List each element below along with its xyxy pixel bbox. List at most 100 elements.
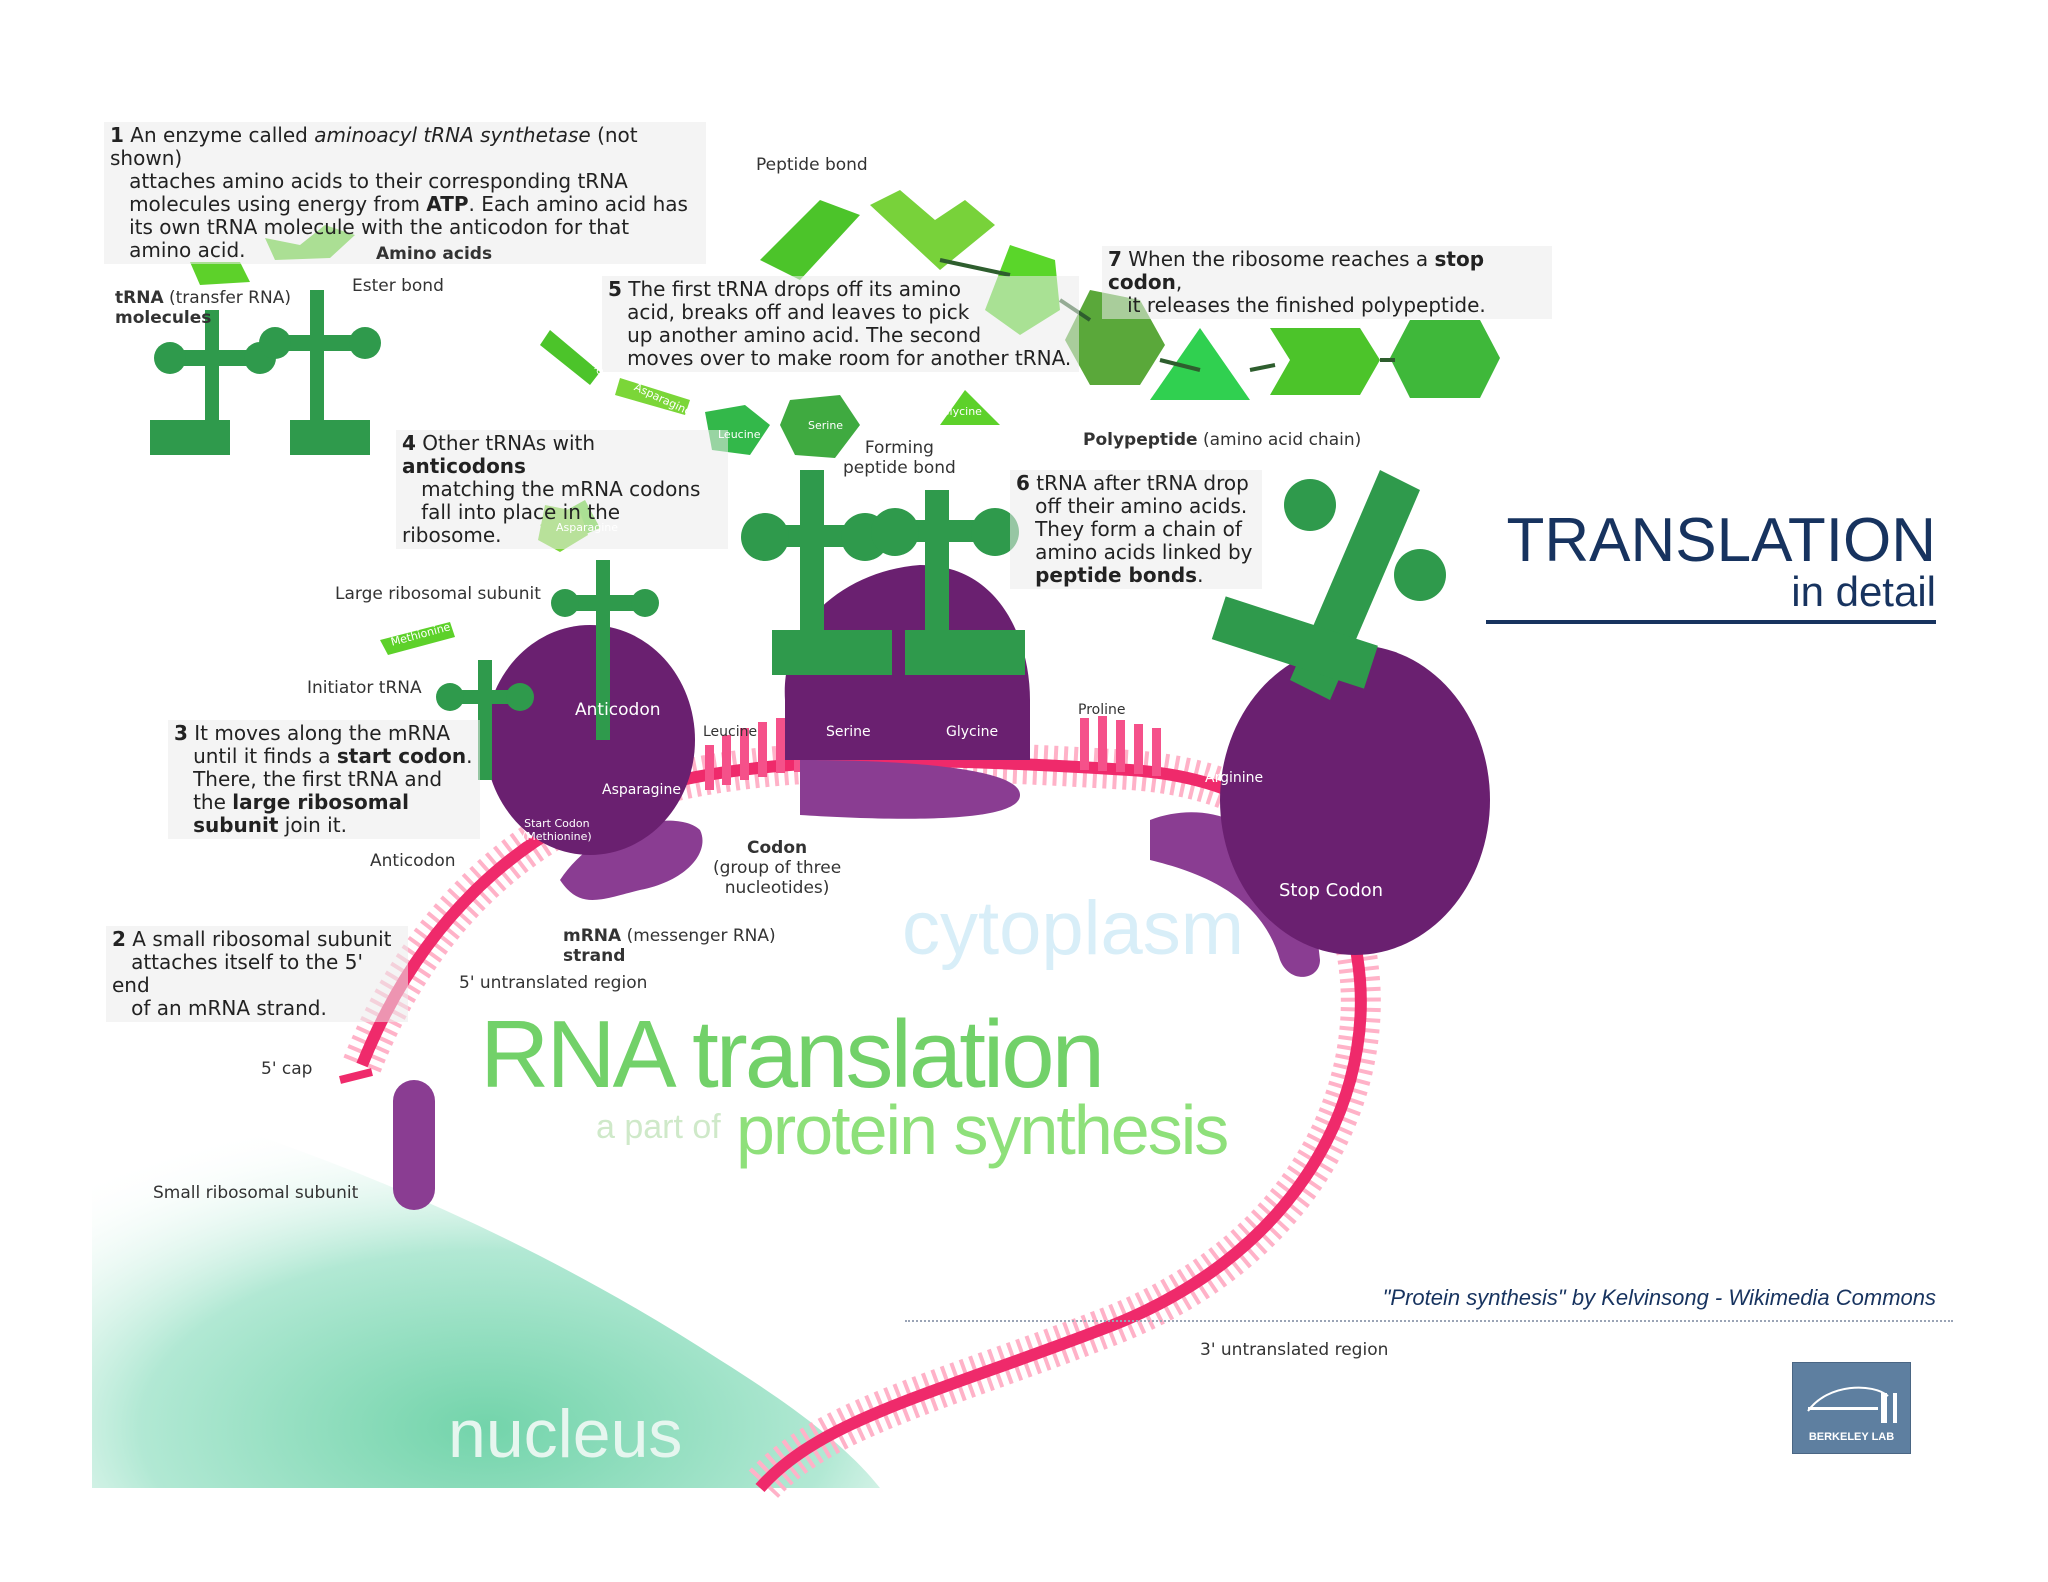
aa-glycine-ribosome: Glycine bbox=[946, 724, 998, 740]
step-2-line3: of an mRNA strand. bbox=[131, 996, 327, 1020]
start-codon-line1: Start Codon bbox=[524, 817, 589, 830]
step-3-subunit: subunit bbox=[193, 813, 278, 837]
headline-prefix: a part of bbox=[596, 1108, 721, 1147]
berkeley-lab-logo: BERKELEY LAB bbox=[1792, 1362, 1911, 1454]
codon-note-1: (group of three bbox=[713, 858, 841, 878]
aa-asparagine-ribosome: Asparagine bbox=[602, 782, 681, 798]
step-2-number: 2 bbox=[112, 927, 126, 951]
large-subunit-label: Large ribosomal subunit bbox=[335, 584, 541, 604]
cytoplasm-label: cytoplasm bbox=[902, 885, 1244, 972]
step-6-line4: amino acids linked by bbox=[1035, 540, 1252, 564]
utr5-label: 5' untranslated region bbox=[459, 973, 647, 993]
step-5-text: 5 The first tRNA drops off its amino aci… bbox=[602, 276, 1079, 372]
trna-bold: tRNA bbox=[115, 288, 164, 308]
step-7-line1a: When the ribosome reaches a bbox=[1128, 247, 1434, 271]
codon-bold: Codon bbox=[747, 838, 807, 858]
polypeptide-bold: Polypeptide bbox=[1083, 430, 1198, 450]
anticodon-in-label: Anticodon bbox=[575, 700, 661, 720]
utr3-label: 3' untranslated region bbox=[1200, 1340, 1388, 1360]
step-4-number: 4 bbox=[402, 431, 416, 455]
step-6-line2: off their amino acids. bbox=[1035, 494, 1247, 518]
ester-bond-label: Ester bond bbox=[352, 276, 444, 296]
trna-label: tRNA (transfer RNA) molecules bbox=[115, 288, 291, 328]
step-7-number: 7 bbox=[1108, 247, 1122, 271]
codon-label: Codon (group of three nucleotides) bbox=[713, 838, 841, 898]
step-6-text: 6 tRNA after tRNA drop off their amino a… bbox=[1010, 470, 1262, 589]
step-5-line1: The first tRNA drops off its amino bbox=[628, 277, 961, 301]
small-subunit-label: Small ribosomal subunit bbox=[153, 1183, 358, 1203]
stop-codon-label: Stop Codon bbox=[1279, 880, 1383, 901]
lab-building-icon bbox=[1793, 1371, 1910, 1431]
step-1-line2: attaches amino acids to their correspond… bbox=[129, 169, 628, 193]
step-1-number: 1 bbox=[110, 123, 124, 147]
mrna-bold: mRNA bbox=[563, 926, 621, 946]
trna-note: (transfer RNA) bbox=[164, 288, 291, 308]
nucleus-label: nucleus bbox=[448, 1395, 682, 1473]
aa-glycine-top: Glycine bbox=[941, 405, 982, 418]
page-subtitle: in detail bbox=[1791, 568, 1936, 616]
step-6-peptide-bonds: peptide bonds bbox=[1035, 563, 1197, 587]
mrna-note: (messenger RNA) bbox=[621, 926, 775, 946]
step-5-line2: acid, breaks off and leaves to pick bbox=[627, 300, 969, 324]
trna-molecules: molecules bbox=[115, 308, 211, 328]
step-3-number: 3 bbox=[174, 721, 188, 745]
step-1-text: 1 An enzyme called aminoacyl tRNA synthe… bbox=[104, 122, 706, 264]
initiator-trna-label: Initiator tRNA bbox=[307, 678, 422, 698]
image-credit: "Protein synthesis" by Kelvinsong - Wiki… bbox=[1383, 1285, 1936, 1311]
start-codon-label: Start Codon (Methionine) bbox=[522, 817, 592, 843]
amino-acids-label: Amino acids bbox=[376, 244, 492, 264]
step-1-line3a: molecules using energy from bbox=[129, 192, 426, 216]
polypeptide-label: Polypeptide (amino acid chain) bbox=[1083, 430, 1361, 450]
peptide-bond-label: Peptide bond bbox=[756, 155, 868, 175]
step-6-period: . bbox=[1197, 563, 1203, 587]
step-5-number: 5 bbox=[608, 277, 622, 301]
page-title: TRANSLATION bbox=[1507, 505, 1936, 576]
logo-text: BERKELEY LAB bbox=[1793, 1431, 1910, 1443]
mrna-label: mRNA (messenger RNA) strand bbox=[563, 926, 776, 966]
step-1-atp: ATP bbox=[426, 192, 468, 216]
step-6-number: 6 bbox=[1016, 471, 1030, 495]
aa-proline: Proline bbox=[1078, 700, 1125, 720]
dotted-divider bbox=[905, 1320, 1953, 1322]
forming-peptide-line2: peptide bond bbox=[843, 458, 956, 478]
step-7-text: 7 When the ribosome reaches a stop codon… bbox=[1102, 246, 1552, 319]
step-7-line1c: , bbox=[1176, 270, 1182, 294]
title-underline bbox=[1486, 620, 1936, 624]
step-3-line5b: join it. bbox=[278, 813, 347, 837]
aa-asparagine-mid: Asparagine bbox=[556, 521, 618, 534]
step-3-line1: It moves along the mRNA bbox=[194, 721, 450, 745]
step-2-line1: A small ribosomal subunit bbox=[132, 927, 391, 951]
polypeptide-note: (amino acid chain) bbox=[1198, 430, 1362, 450]
step-1-line3b: . Each amino acid has bbox=[469, 192, 688, 216]
step-3-large-ribosomal: large ribosomal bbox=[232, 790, 409, 814]
step-3-text: 3 It moves along the mRNA until it finds… bbox=[168, 720, 480, 839]
step-4-line1a: Other tRNAs with bbox=[422, 431, 595, 455]
step-2-line2: attaches itself to the 5' end bbox=[112, 950, 363, 997]
aa-serine-top: Serine bbox=[808, 419, 843, 432]
aa-arginine: Arginine bbox=[1205, 770, 1263, 786]
step-5-line3: up another amino acid. The second bbox=[627, 323, 981, 347]
cap5-label: 5' cap bbox=[261, 1059, 312, 1079]
start-codon-line2: (Methionine) bbox=[522, 830, 592, 843]
step-1-pre: An enzyme called bbox=[130, 123, 314, 147]
step-2-text: 2 A small ribosomal subunit attaches its… bbox=[106, 926, 408, 1022]
step-1-line5: amino acid. bbox=[129, 238, 245, 262]
step-1-enzyme: aminoacyl tRNA synthetase bbox=[314, 123, 591, 147]
step-4-anticodons: anticodons bbox=[402, 454, 526, 478]
codon-note-2: nucleotides) bbox=[725, 878, 830, 898]
forming-peptide-label: Forming peptide bond bbox=[843, 438, 956, 478]
aa-serine-ribosome: Serine bbox=[826, 724, 871, 740]
step-3-line2c: . bbox=[466, 744, 472, 768]
mrna-strand: strand bbox=[563, 946, 625, 966]
step-3-line3: There, the first tRNA and bbox=[193, 767, 442, 791]
step-3-line2a: until it finds a bbox=[193, 744, 337, 768]
step-3-line4a: the bbox=[193, 790, 232, 814]
step-6-line1: tRNA after tRNA drop bbox=[1036, 471, 1249, 495]
step-7-line2: it releases the finished polypeptide. bbox=[1127, 293, 1486, 317]
forming-peptide-line1: Forming bbox=[865, 438, 934, 458]
step-3-start-codon: start codon bbox=[337, 744, 466, 768]
step-5-line4: moves over to make room for another tRNA… bbox=[627, 346, 1071, 370]
headline-sub: protein synthesis bbox=[736, 1090, 1227, 1170]
anticodon-label: Anticodon bbox=[370, 851, 456, 871]
